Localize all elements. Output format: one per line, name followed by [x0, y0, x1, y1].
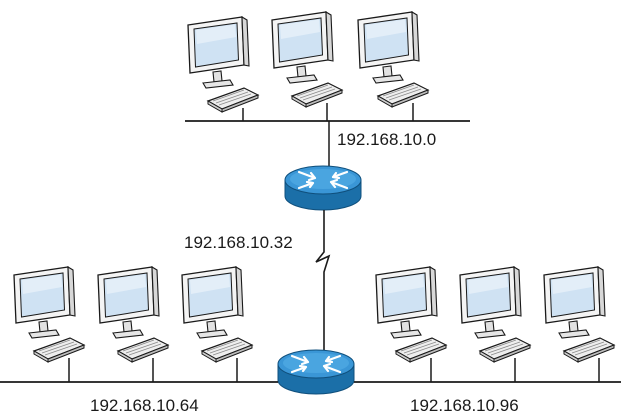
bottom-right-workstation-1 — [375, 266, 447, 363]
network-label-bottom-left: 192.168.10.64 — [90, 396, 199, 415]
bottom-right-lan: 192.168.10.96 — [375, 266, 615, 415]
network-label-wan: 192.168.10.32 — [184, 233, 293, 252]
top-lan: 192.168.10.0 — [185, 11, 470, 149]
network-label-top: 192.168.10.0 — [337, 130, 436, 149]
bottom-right-workstation-3 — [543, 266, 615, 363]
wan-link: 192.168.10.32 — [184, 210, 331, 356]
router-top-icon — [283, 164, 363, 212]
bottom-left-lan: 192.168.10.64 — [13, 266, 253, 415]
top-workstation-1 — [187, 16, 259, 113]
bottom-left-workstation-1 — [13, 266, 85, 363]
bottom-left-workstation-2 — [97, 266, 169, 363]
bottom-left-workstation-3 — [181, 266, 253, 363]
router-bottom-icon — [276, 348, 356, 396]
bottom-right-workstation-2 — [459, 266, 531, 363]
top-workstation-2 — [271, 11, 343, 108]
top-workstation-3 — [357, 11, 429, 108]
network-label-bottom-right: 192.168.10.96 — [410, 396, 519, 415]
